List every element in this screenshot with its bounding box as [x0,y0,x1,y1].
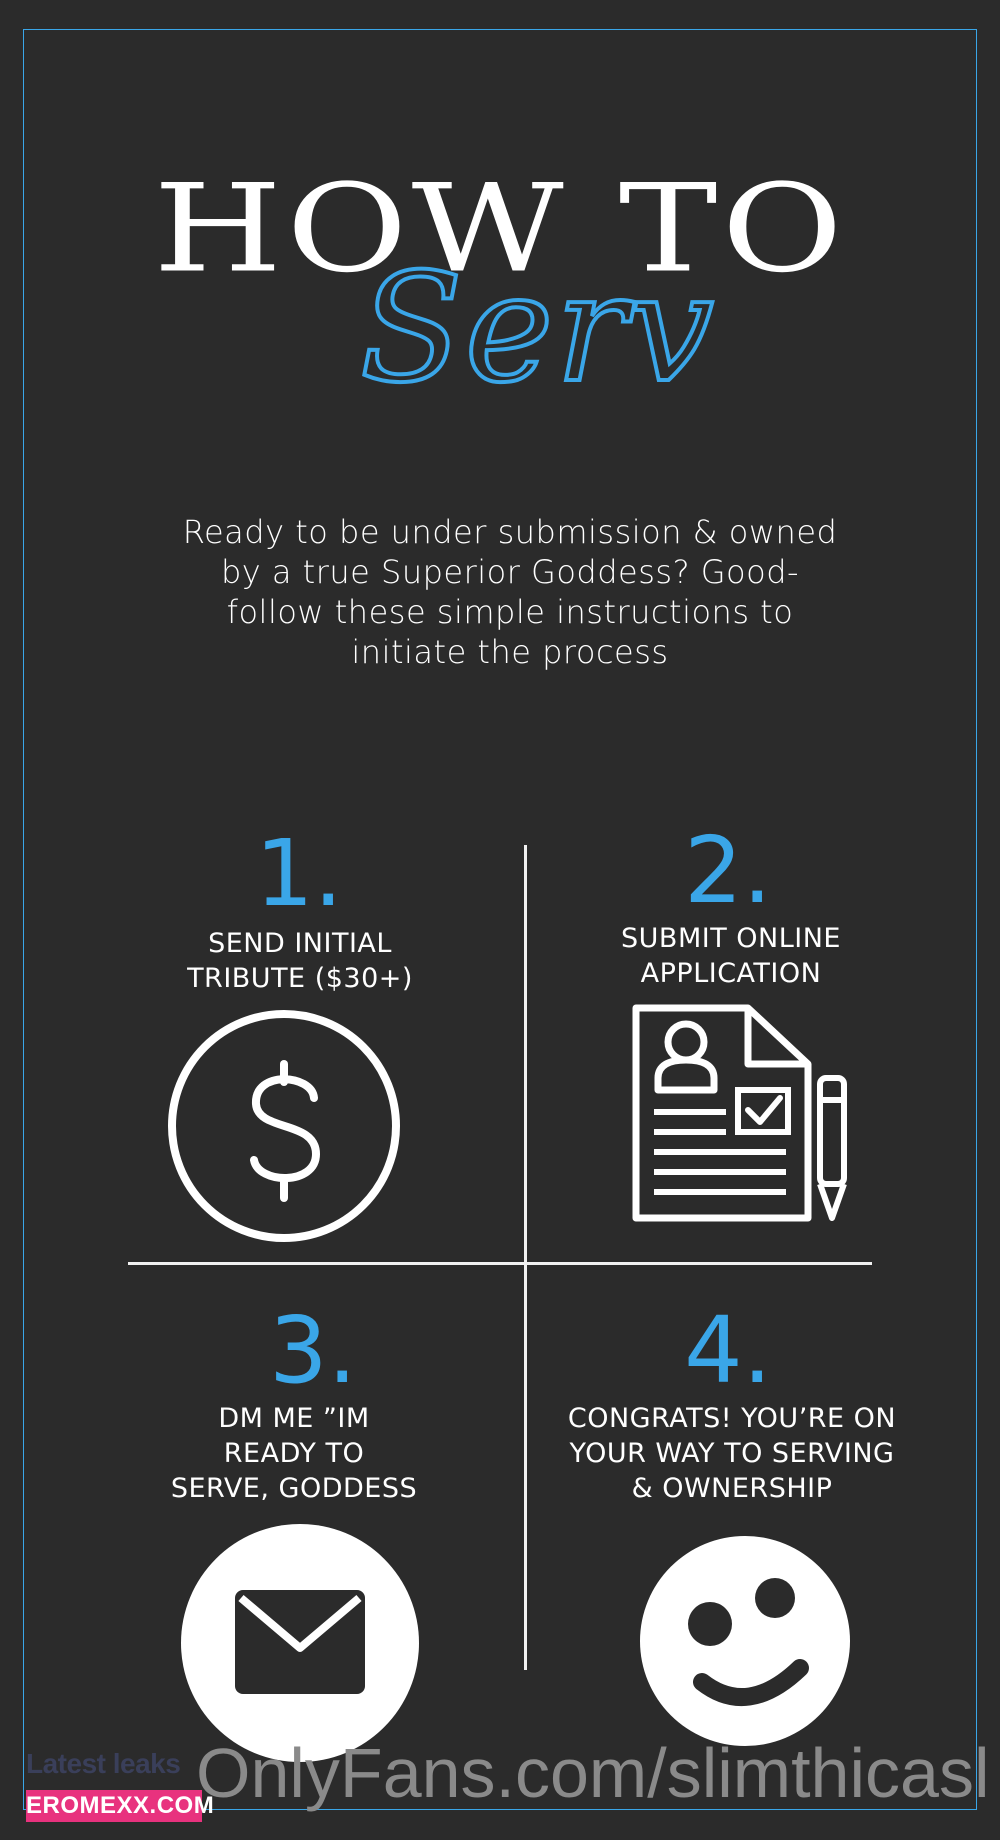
step-2-line: SUBMIT ONLINE [621,923,841,954]
grid-divider-vertical [524,845,527,1670]
intro-line: initiate the process [351,633,669,671]
watermark-eromexx-badge: EROMEXX.COM [26,1790,214,1822]
step-1-text: SEND INITIAL TRIBUTE ($30+) [110,926,490,996]
step-3-text: DM ME ”IM READY TO SERVE, GODDESS [104,1401,484,1506]
title-serve-text: Serve [360,242,720,416]
step-4-number: 4. [684,1297,772,1404]
step-3-line: SERVE, GODDESS [170,1473,418,1504]
intro-line: by a true Superior Goddess? Good- [220,553,800,591]
watermark-latest-leaks: Latest leaks [26,1748,181,1779]
title-how-to: HOW TO [153,158,847,300]
page-frame [23,29,977,1810]
intro-line: Ready to be under submission & owned [182,513,838,551]
step-2-number: 2. [684,817,772,924]
smiley-icon [640,1536,850,1746]
step-3-number: 3. [269,1297,357,1404]
step-1-line: SEND INITIAL [208,928,392,959]
step-4-line: YOUR WAY TO SERVING [569,1438,895,1469]
dollar-circle-icon [168,1010,400,1242]
intro-line: follow these simple instructions to [226,593,794,631]
envelope-icon [181,1524,419,1762]
step-3-line: READY TO [223,1438,365,1469]
intro-paragraph: Ready to be under submission & owned by … [150,512,870,672]
step-4-line: & OWNERSHIP [631,1473,833,1504]
step-4-line: CONGRATS! YOU’RE ON [567,1403,897,1434]
title-serve-script: Serve [358,240,720,418]
application-form-icon [632,1004,847,1222]
step-2-text: SUBMIT ONLINE APPLICATION [541,921,921,991]
step-1-number: 1. [255,820,343,927]
step-4-text: CONGRATS! YOU’RE ON YOUR WAY TO SERVING … [542,1401,922,1506]
grid-divider-horizontal [128,1262,872,1265]
step-1-line: TRIBUTE ($30+) [187,963,413,994]
step-3-line: DM ME ”IM [218,1403,370,1434]
watermark-onlyfans-url: OnlyFans.com/slimthicasl [196,1734,990,1812]
step-2-line: APPLICATION [640,958,822,989]
